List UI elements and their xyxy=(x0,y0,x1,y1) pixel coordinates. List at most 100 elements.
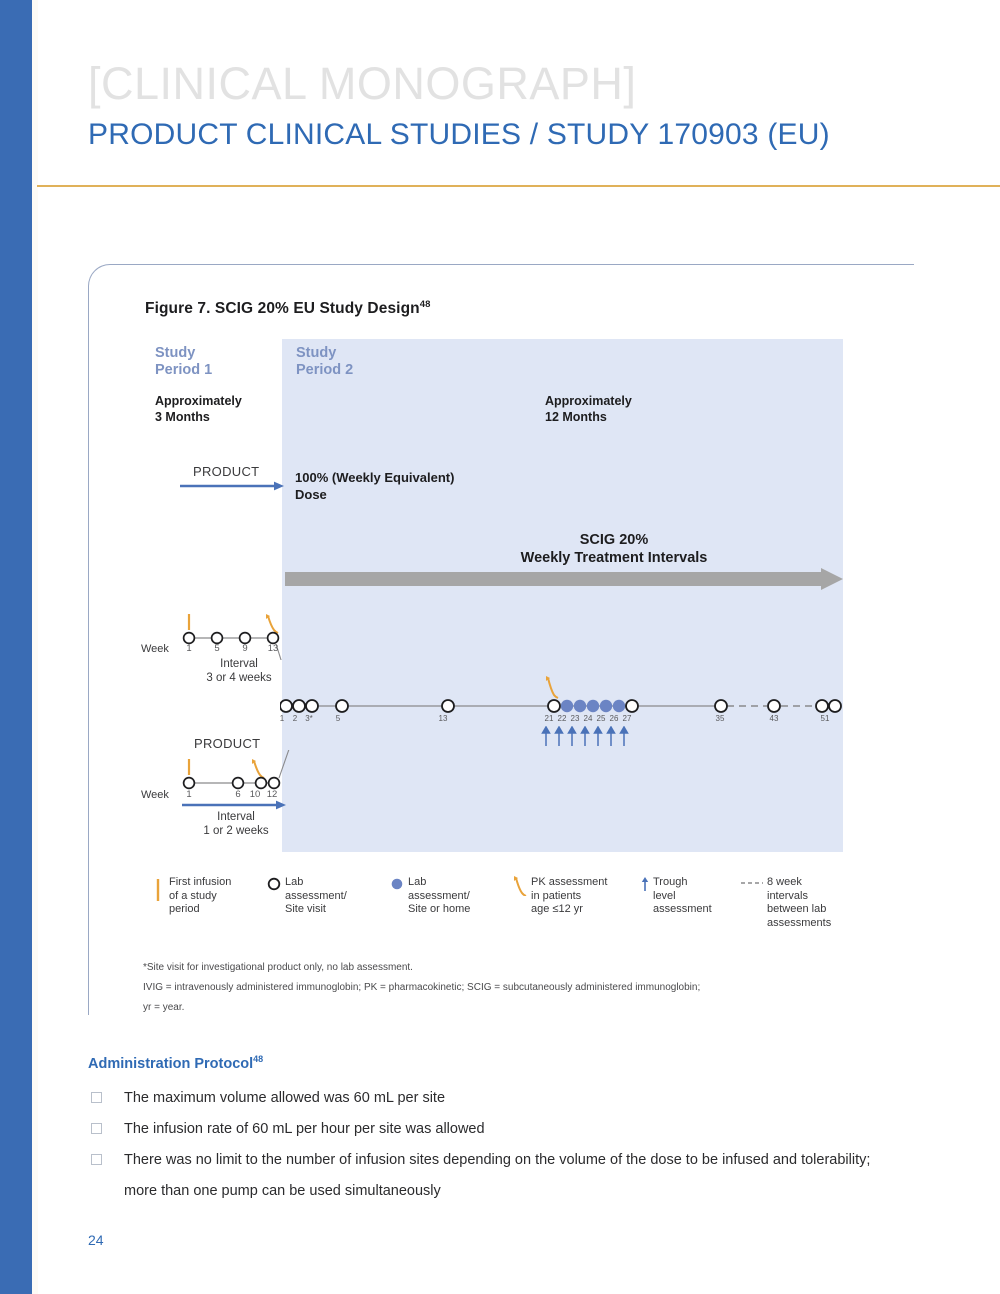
page-header: [CLINICAL MONOGRAPH] PRODUCT CLINICAL ST… xyxy=(88,58,968,154)
filled-circle-icon xyxy=(391,878,403,890)
lg4-l2: level xyxy=(653,889,676,902)
lg4-l1: Trough xyxy=(653,876,688,888)
tick-bottom-12: 12 xyxy=(266,789,278,800)
legend-item-pk-assessment: PK assessment in patients age ≤12 yr xyxy=(531,876,607,917)
pk-curve-icon xyxy=(514,876,527,896)
timeline-main xyxy=(280,676,842,713)
bullet-text: The maximum volume allowed was 60 mL per… xyxy=(124,1090,446,1106)
lg0-l3: period xyxy=(169,903,200,915)
p2-dur-l1: Approximately xyxy=(545,394,632,408)
bullet-text: There was no limit to the number of infu… xyxy=(124,1152,871,1199)
tick-main-21: 21 xyxy=(544,714,554,723)
bullet-box-icon xyxy=(91,1092,102,1103)
study-period-1-label: Study Period 1 xyxy=(155,345,212,379)
figure-title-text: Figure 7. SCIG 20% EU Study Design xyxy=(145,300,420,318)
tick-main-51: 51 xyxy=(820,714,830,723)
tick-main-5: 5 xyxy=(335,714,341,723)
lg2-l1: Lab xyxy=(408,876,427,888)
legend-item-8-week-intervals: 8 week intervals between lab assessments xyxy=(767,876,831,930)
orange-tick-icon xyxy=(156,879,160,901)
footnote-1: *Site visit for investigational product … xyxy=(143,962,413,973)
lg3-l3: age ≤12 yr xyxy=(531,903,583,915)
lg3-l2: in patients xyxy=(531,889,582,902)
open-circle-icon xyxy=(267,877,281,891)
tick-main-24: 24 xyxy=(583,714,593,723)
lg1-l1: Lab xyxy=(285,876,304,888)
lg5-l2: intervals xyxy=(767,889,808,902)
sp2-line1: Study xyxy=(296,345,337,361)
tick-top-1: 1 xyxy=(186,643,192,654)
lg5-l3: between lab xyxy=(767,903,827,915)
tick-main-26: 26 xyxy=(609,714,619,723)
figure-title-superscript: 48 xyxy=(419,299,431,310)
up-arrow-icon xyxy=(641,877,649,891)
list-item: There was no limit to the number of infu… xyxy=(88,1145,888,1207)
lg0-l1: First infusion xyxy=(169,876,232,888)
interval-top-label: Interval 3 or 4 weeks xyxy=(184,657,294,685)
bullet-box-icon xyxy=(91,1154,102,1165)
legend-item-lab-site-visit: Lab assessment/ Site visit xyxy=(285,876,347,917)
page-title: PRODUCT CLINICAL STUDIES / STUDY 170903 … xyxy=(88,118,830,151)
tick-top-9: 9 xyxy=(242,643,248,654)
product-label-top: PRODUCT xyxy=(193,464,260,479)
dose-label: 100% (Weekly Equivalent) Dose xyxy=(295,469,454,503)
dose-line2: Dose xyxy=(295,487,327,502)
scig-line1: SCIG 20% xyxy=(579,532,649,548)
period-2-duration: Approximately 12 Months xyxy=(545,393,632,425)
week-label-bottom: Week xyxy=(141,789,169,801)
study-period-2-label: Study Period 2 xyxy=(296,345,353,379)
tick-top-5: 5 xyxy=(214,643,220,654)
bullet-text: The infusion rate of 60 mL per hour per … xyxy=(124,1121,485,1137)
week-label-top: Week xyxy=(141,643,169,655)
tick-main-27: 27 xyxy=(622,714,632,723)
dose-line1: 100% (Weekly Equivalent) xyxy=(295,470,455,485)
admin-protocol-superscript: 48 xyxy=(253,1054,264,1064)
tick-main-3: 3* xyxy=(305,714,313,723)
lg5-l4: assessments xyxy=(767,916,832,929)
legend-item-first-infusion: First infusion of a study period xyxy=(169,876,231,917)
study-period-2-panel xyxy=(282,339,843,852)
tick-main-1: 1 xyxy=(279,714,285,723)
sp1-line1: Study xyxy=(155,345,196,361)
interval-bottom-label: Interval 1 or 2 weeks xyxy=(176,810,296,838)
interval-top-l1: Interval xyxy=(220,658,258,670)
period-1-duration: Approximately 3 Months xyxy=(155,393,242,425)
page-number: 24 xyxy=(88,1232,104,1248)
dashed-line-icon xyxy=(741,882,763,884)
legend-item-trough-level: Trough level assessment xyxy=(653,876,712,917)
header-divider xyxy=(37,185,1000,187)
scig-line2: Weekly Treatment Intervals xyxy=(520,550,708,566)
tick-top-13: 13 xyxy=(267,643,279,654)
figure-footnotes: *Site visit for investigational product … xyxy=(143,958,843,1018)
tick-main-25: 25 xyxy=(596,714,606,723)
footnote-2: IVIG = intravenously administered immuno… xyxy=(143,982,701,993)
sp1-line2: Period 1 xyxy=(155,362,213,378)
lg2-l3: Site or home xyxy=(408,903,471,915)
tick-main-13: 13 xyxy=(438,714,448,723)
interval-top-l2: 3 or 4 weeks xyxy=(206,672,272,684)
product-arrow-bottom-icon xyxy=(182,800,286,810)
lg1-l2: assessment/ xyxy=(285,889,347,902)
left-spine-bar xyxy=(0,0,32,1294)
tick-bottom-1: 1 xyxy=(186,789,192,800)
admin-protocol-heading-text: Administration Protocol xyxy=(88,1055,254,1072)
legend-item-lab-site-or-home: Lab assessment/ Site or home xyxy=(408,876,470,917)
lg4-l3: assessment xyxy=(653,903,712,915)
lg1-l3: Site visit xyxy=(285,903,326,915)
figure-title: Figure 7. SCIG 20% EU Study Design48 xyxy=(145,299,431,318)
timeline-top xyxy=(182,614,282,660)
product-label-bottom: PRODUCT xyxy=(194,736,261,751)
lg3-l1: PK assessment xyxy=(531,876,608,888)
monograph-kicker: [CLINICAL MONOGRAPH] xyxy=(88,58,637,109)
p2-dur-l2: 12 Months xyxy=(545,410,607,424)
admin-protocol-heading: Administration Protocol48 xyxy=(88,1054,263,1072)
admin-protocol-bullets: The maximum volume allowed was 60 mL per… xyxy=(88,1083,888,1207)
bullet-box-icon xyxy=(91,1123,102,1134)
tick-main-43: 43 xyxy=(769,714,779,723)
tick-bottom-10: 10 xyxy=(249,789,261,800)
tick-main-23: 23 xyxy=(570,714,580,723)
tick-bottom-6: 6 xyxy=(235,789,241,800)
sp2-line2: Period 2 xyxy=(296,362,354,378)
lg2-l2: assessment/ xyxy=(408,889,470,902)
